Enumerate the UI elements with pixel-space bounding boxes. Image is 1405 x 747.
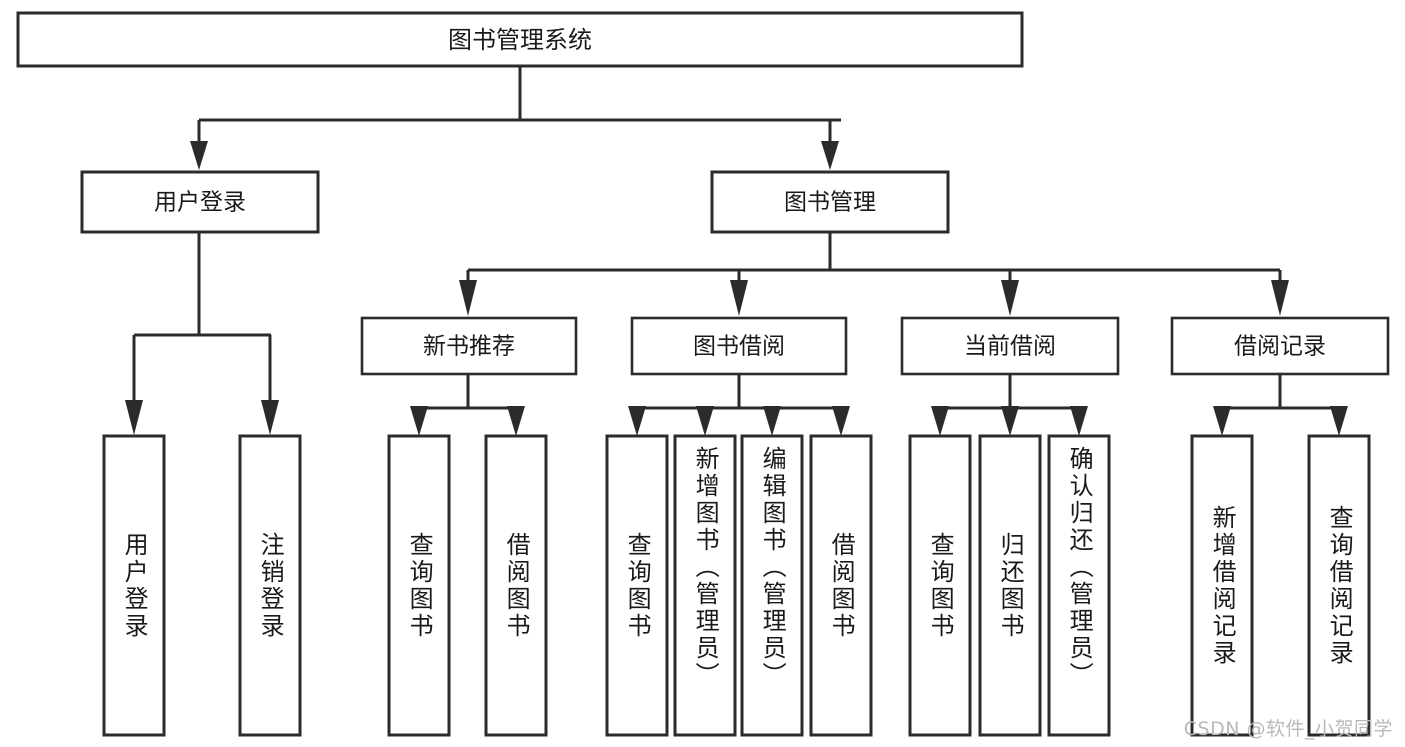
leaf-box-cb-query-book[interactable] [908,434,972,737]
root-box[interactable] [16,11,1024,68]
arrow-head-current-borrow [1001,280,1019,316]
arrow-head-cb-leaf2 [1001,406,1019,436]
arrow-head-user-login [190,141,208,170]
leaf-box-br-add-record[interactable] [1190,434,1254,737]
leaf-box-bb-add-book[interactable] [673,434,737,737]
leaf-box-cb-return-book[interactable] [978,434,1042,737]
borrow-record-box[interactable] [1170,316,1390,376]
arrow-head-new-book-recommend [459,280,477,316]
arrow-head-leaf-user-login [125,400,143,435]
node-new-book-recommend[interactable]: 新书推荐 [360,316,578,376]
borrow-record-label: 借阅记录 [1234,334,1326,360]
arrow-head-nb-leaf2 [507,406,525,436]
arrow-head-bb-leaf2 [696,406,714,436]
user-login-box[interactable] [80,170,320,234]
current-borrow-label: 当前借阅 [964,334,1056,360]
node-book-borrow[interactable]: 图书借阅 [630,316,848,376]
leaf-box-bb-edit-book[interactable] [740,434,804,737]
arrow-head-nb-leaf1 [410,406,428,436]
new-book-recommend-box[interactable] [360,316,578,376]
user-login-label: 用户登录 [154,190,246,216]
arrow-head-cb-leaf3 [1070,406,1088,436]
arrow-head-bb-leaf3 [763,406,781,436]
leaf-layer [102,434,1371,737]
current-borrow-box[interactable] [900,316,1120,376]
arrow-head-book-borrow [730,280,748,316]
arrow-head-leaf-logout [261,400,279,435]
leaf-box-br-query-record[interactable] [1307,434,1371,737]
leaf-box-user-login[interactable] [102,434,166,737]
node-book-management[interactable]: 图书管理 [710,170,950,234]
leaf-box-bb-query-book[interactable] [605,434,669,737]
node-current-borrow[interactable]: 当前借阅 [900,316,1120,376]
new-book-recommend-label: 新书推荐 [423,334,515,360]
arrow-head-br-leaf2 [1330,406,1348,436]
leaf-box-bb-borrow-book[interactable] [809,434,873,737]
root-label: 图书管理系统 [448,26,592,54]
book-management-box[interactable] [710,170,950,234]
book-borrow-box[interactable] [630,316,848,376]
leaf-box-nb-query-book[interactable] [387,434,451,737]
leaf-box-logout[interactable] [238,434,302,737]
arrow-head-book-manage [821,141,839,170]
book-management-label: 图书管理 [784,190,876,216]
connector-layer [125,66,1348,436]
arrow-head-cb-leaf1 [931,406,949,436]
node-root-system[interactable]: 图书管理系统 [16,11,1024,68]
arrow-head-bb-leaf4 [832,406,850,436]
arrow-head-bb-leaf1 [628,406,646,436]
node-user-login[interactable]: 用户登录 [80,170,320,234]
node-borrow-record[interactable]: 借阅记录 [1170,316,1390,376]
leaf-box-nb-borrow-book[interactable] [484,434,548,737]
arrow-head-br-leaf1 [1213,406,1231,436]
leaf-box-cb-confirm-return[interactable] [1047,434,1111,737]
book-borrow-label: 图书借阅 [693,334,785,360]
arrow-head-borrow-record [1271,280,1289,316]
